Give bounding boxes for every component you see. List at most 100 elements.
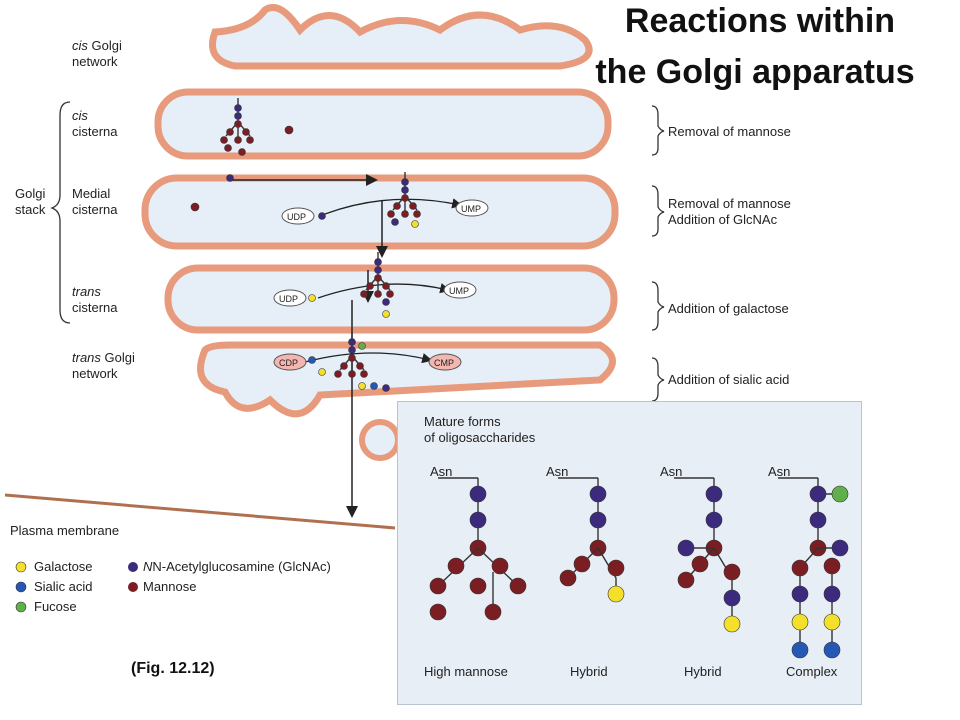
mannose-dot — [242, 128, 250, 136]
glcnac-residue — [723, 589, 741, 607]
plasma-membrane-line — [4, 493, 396, 530]
galactose-dot — [382, 310, 390, 318]
ump-label-1: UMP — [461, 204, 481, 214]
sialic-dot — [308, 356, 316, 364]
mannose-residue — [484, 603, 502, 621]
reaction-trans: Addition of galactose — [668, 301, 789, 316]
glcnac-residue — [589, 485, 607, 503]
mannose-dot — [348, 370, 356, 378]
mannose-residue — [429, 603, 447, 621]
mannose-residue — [469, 577, 487, 595]
cis-golgi-network — [209, 4, 593, 70]
mannose-residue — [491, 557, 509, 575]
mannose-residue — [447, 557, 465, 575]
legend-fucose: Fucose — [34, 599, 77, 614]
glcnac-dot — [348, 338, 356, 346]
asn-label-2: Asn — [546, 464, 569, 479]
cmp-label: CMP — [434, 358, 454, 368]
galactose-residue — [823, 613, 841, 631]
type-complex: Complex — [786, 664, 838, 679]
mannose-residue — [573, 555, 591, 573]
mannose-dot — [334, 370, 342, 378]
mannose-dot — [413, 210, 421, 218]
udp-label-1: UDP — [287, 212, 307, 222]
legend-glcnac: NN-Acetylglucosamine (GlcNAc) — [143, 559, 331, 574]
glcnac-dot — [348, 346, 356, 354]
mannose-dot — [401, 194, 409, 202]
asn-label-1: Asn — [430, 464, 453, 479]
type-hybrid-2: Hybrid — [684, 664, 722, 679]
glcnac-dot — [382, 384, 390, 392]
galactose-dot — [411, 220, 419, 228]
galactose-residue — [723, 615, 741, 633]
reaction-trans-network: Addition of sialic acid — [668, 372, 790, 387]
legend-galactose: Galactose — [34, 559, 93, 574]
mannose-dot — [356, 362, 364, 370]
udp-label-2: UDP — [279, 294, 299, 304]
glcnac-residue — [809, 485, 827, 503]
mature-forms-diagram — [429, 477, 849, 659]
glcnac-dot — [234, 104, 242, 112]
title-line-2: the Golgi apparatus — [595, 53, 915, 91]
medial-cisterna — [141, 174, 619, 250]
glcnac-residue — [589, 511, 607, 529]
reaction-medial-2: Addition of GlcNAc — [668, 212, 778, 227]
glcnac-dot — [226, 174, 234, 182]
mannose-dot — [374, 290, 382, 298]
mannose-residue — [723, 563, 741, 581]
mannose-dot — [366, 282, 374, 290]
galactose-dot — [308, 294, 316, 302]
mannose-dot — [226, 128, 234, 136]
cdp-label: CDP — [279, 358, 299, 368]
oligosaccharide-chains — [190, 98, 421, 392]
mannose-dot — [386, 290, 394, 298]
mannose-dot — [238, 148, 246, 156]
asn-label-3: Asn — [660, 464, 683, 479]
mannose-dot — [340, 362, 348, 370]
sialic-residue — [823, 641, 841, 659]
asn-label-4: Asn — [768, 464, 791, 479]
mannose-residue — [677, 571, 695, 589]
galactose-dot — [358, 382, 366, 390]
glcnac-dot — [382, 298, 390, 306]
reaction-cis: Removal of mannose — [668, 124, 791, 139]
glcnac-dot — [374, 258, 382, 266]
mannose-dot — [401, 210, 409, 218]
glcnac-dot — [374, 266, 382, 274]
mannose-residue — [791, 559, 809, 577]
sialic-dot — [370, 382, 378, 390]
reaction-medial-1: Removal of mannose — [668, 196, 791, 211]
mannose-residue — [823, 557, 841, 575]
mannose-dot — [409, 202, 417, 210]
plasma-membrane-label: Plasma membrane — [10, 523, 120, 538]
glcnac-dot — [401, 186, 409, 194]
glcnac-residue — [831, 539, 849, 557]
mannose-residue — [429, 577, 447, 595]
mannose-dot — [382, 282, 390, 290]
galactose-residue — [791, 613, 809, 631]
glcnac-residue — [809, 511, 827, 529]
mannose-dot — [234, 120, 242, 128]
mannose-dot — [190, 202, 200, 212]
mannose-dot — [360, 290, 368, 298]
mannose-dot — [284, 125, 294, 135]
legend-sialic-acid: Sialic acid — [34, 579, 93, 594]
mannose-residue — [691, 555, 709, 573]
mannose-dot — [360, 370, 368, 378]
cis-cisterna — [154, 88, 612, 160]
mannose-residue — [509, 577, 527, 595]
mannose-dot — [224, 144, 232, 152]
glcnac-residue — [677, 539, 695, 557]
mannose-residue — [607, 559, 625, 577]
mannose-dot — [220, 136, 228, 144]
glcnac-dot — [318, 212, 326, 220]
